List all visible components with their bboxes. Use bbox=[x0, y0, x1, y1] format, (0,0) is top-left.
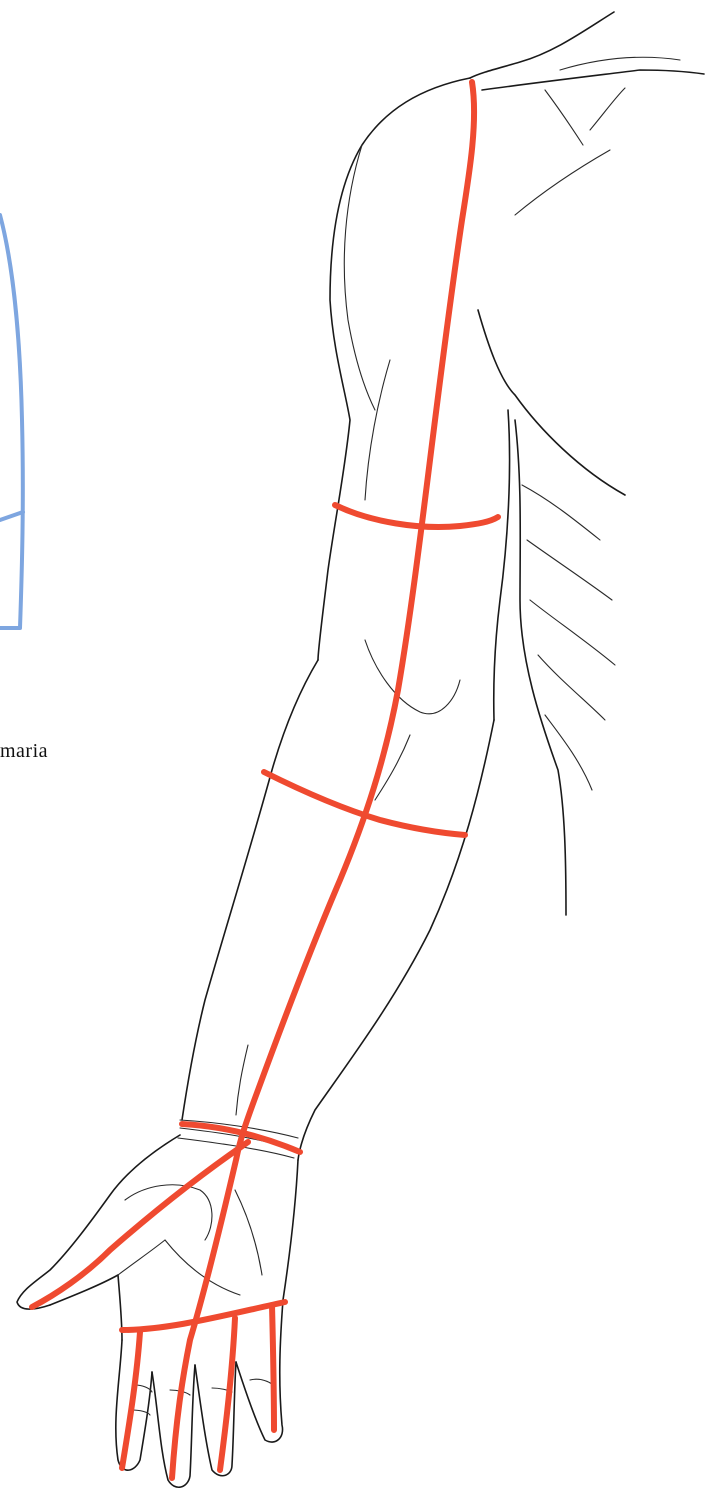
index-finger-line bbox=[122, 1332, 140, 1468]
knuckle-line bbox=[122, 1302, 285, 1330]
elbow-cross-line bbox=[264, 772, 465, 835]
central-axis-line bbox=[172, 82, 474, 1478]
upper-arm-cross-line bbox=[335, 505, 498, 527]
caption-label: maria bbox=[0, 740, 48, 763]
upper-arm-outline bbox=[318, 78, 510, 720]
thumb-line bbox=[32, 1142, 248, 1307]
blue-reference-frame bbox=[0, 215, 23, 628]
red-guide-lines bbox=[32, 82, 498, 1478]
torso-outline bbox=[470, 12, 704, 915]
forearm-outline bbox=[182, 660, 494, 1160]
little-finger-line bbox=[272, 1305, 274, 1430]
